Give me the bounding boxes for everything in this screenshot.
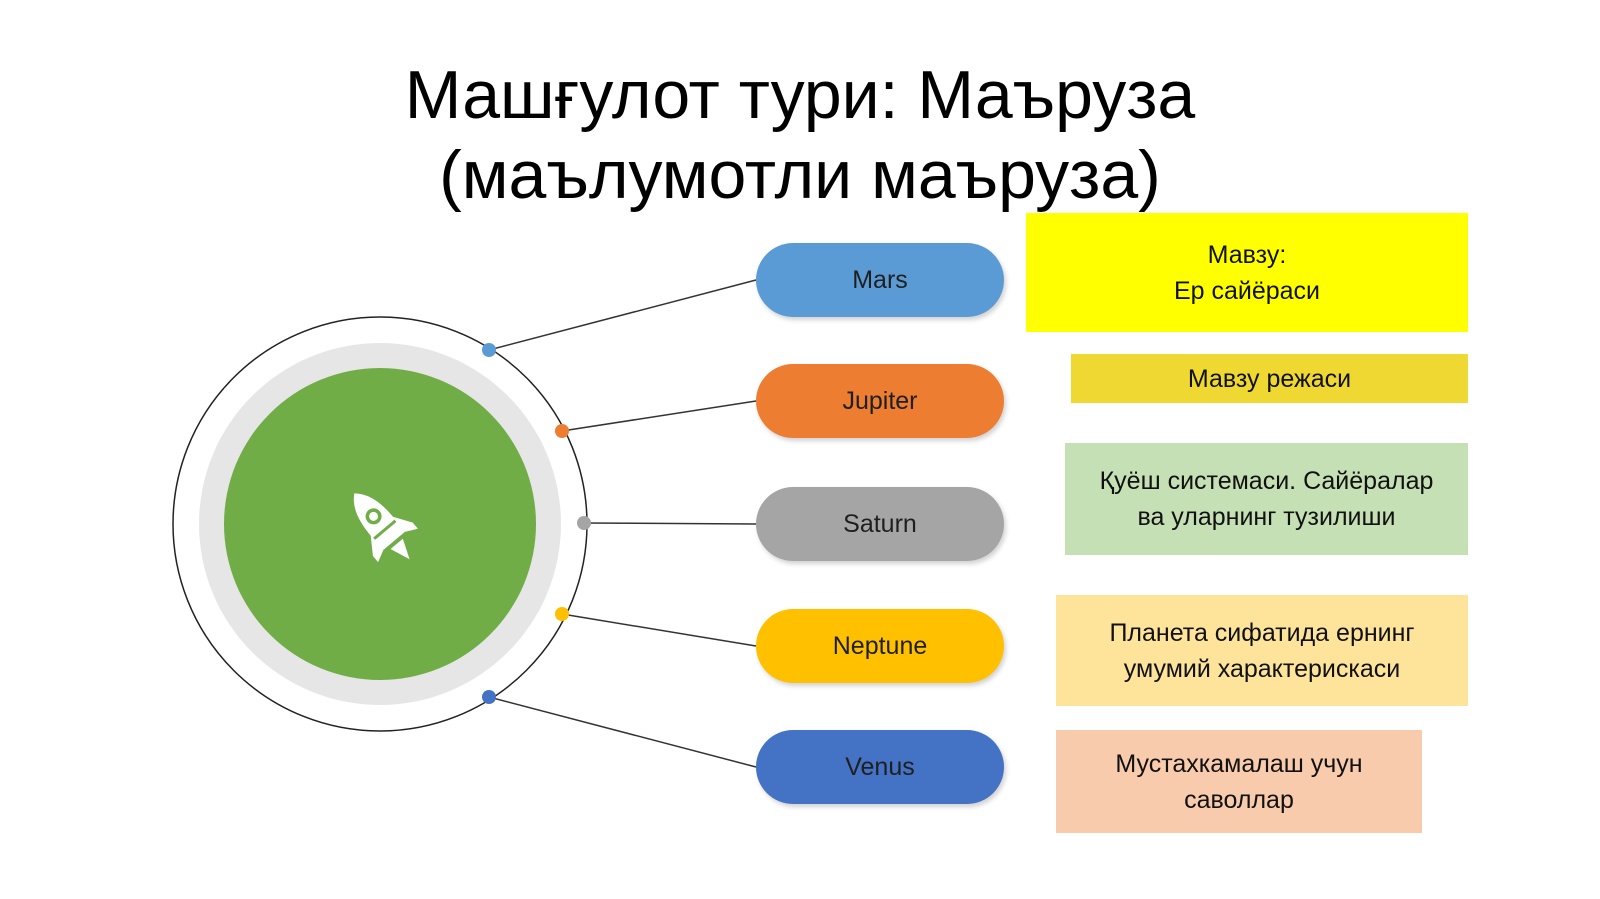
connector-saturn (583, 522, 757, 525)
pill-label: Mars (852, 265, 908, 294)
topic-plan-line: Мавзу режаси (1187, 364, 1352, 393)
connector-venus (488, 696, 757, 768)
pill-saturn: Saturn (756, 487, 1004, 561)
pill-neptune: Neptune (756, 609, 1004, 683)
pill-venus: Venus (756, 730, 1004, 804)
rocket-icon (353, 493, 418, 563)
pill-jupiter: Jupiter (756, 364, 1004, 438)
pill-label: Neptune (832, 631, 928, 660)
pill-label: Saturn (843, 509, 917, 538)
topic-line-1: Мавзу: (1207, 240, 1287, 269)
solar-system-box: Қуёш системаси. Сайёралар ва уларнинг ту… (1065, 443, 1468, 555)
topic-box: Мавзу: Ер сайёраси (1026, 213, 1468, 332)
review-questions-box: Мустахкамалаш учун саволлар (1056, 730, 1422, 833)
solar-system-line-2: ва уларнинг тузилиши (1137, 503, 1396, 531)
title-line-1: Машғулот тури: Маъруза (404, 57, 1196, 133)
slide-title: Машғулот тури: Маъруза (маълумотли маъру… (0, 55, 1600, 215)
connector-neptune (561, 613, 757, 647)
review-questions-line-1: Мустахкамалаш учун (1115, 749, 1363, 778)
dot-neptune (555, 607, 569, 621)
pill-label: Venus (845, 752, 915, 781)
dot-jupiter (555, 424, 569, 438)
earth-planet-line-1: Планета сифатида ернинг (1109, 618, 1415, 647)
topic-plan-box: Мавзу режаси (1071, 354, 1468, 403)
review-questions-line-2: саволлар (1184, 785, 1294, 814)
connector-jupiter (561, 400, 757, 432)
dot-saturn (577, 516, 591, 530)
earth-planet-box: Планета сифатида ернинг умумий характери… (1056, 595, 1468, 706)
earth-planet-line-2: умумий характерискаси (1123, 654, 1401, 683)
pill-mars: Mars (756, 243, 1004, 317)
dot-mars (482, 343, 496, 357)
topic-line-2: Ер сайёраси (1173, 276, 1321, 305)
pill-label: Jupiter (842, 386, 918, 415)
solar-system-line-1: Қуёш системаси. Сайёралар (1099, 467, 1434, 495)
connector-mars (488, 279, 757, 351)
dot-venus (482, 690, 496, 704)
title-line-2: (маълумотли маъруза) (439, 137, 1161, 213)
